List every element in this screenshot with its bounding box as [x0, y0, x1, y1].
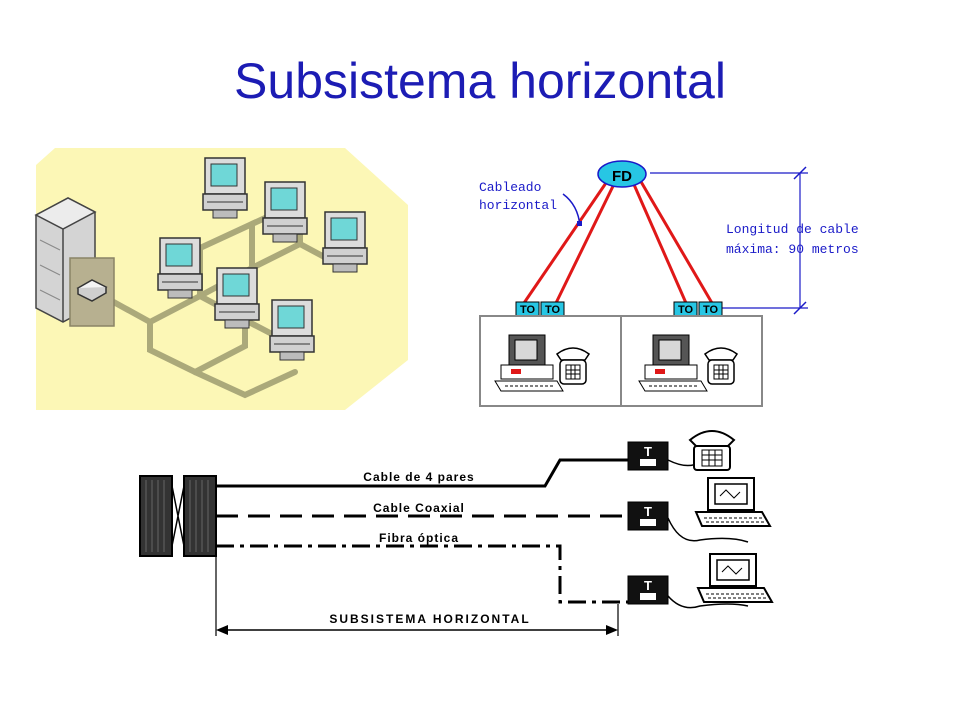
jack-socket	[640, 519, 656, 526]
length-tick-top	[793, 166, 807, 180]
fiber-optic-cable	[216, 544, 628, 604]
computer-icon	[262, 181, 308, 243]
jack-row-2: T	[627, 501, 669, 531]
jack-label: T	[644, 504, 652, 519]
span-label: SUBSISTEMA HORIZONTAL	[329, 612, 530, 626]
cross-connect	[171, 485, 185, 547]
computer-icon	[214, 267, 260, 329]
telephone-icon	[689, 430, 735, 471]
outlet-label: TO	[545, 304, 561, 316]
length-tick-bottom	[793, 301, 807, 315]
computer-icon	[322, 211, 368, 273]
cable-label-line1: Cableado	[479, 180, 541, 195]
outlet-label: TO	[703, 304, 719, 316]
cable1-label: Cable de 4 pares	[363, 470, 474, 484]
jack-row-3: T	[627, 575, 669, 605]
cable3-label: Fibra óptica	[379, 531, 459, 545]
fd-label: FD	[612, 168, 632, 185]
computer-icon	[269, 299, 315, 361]
outlet-label: TO	[678, 304, 694, 316]
span-arrow-left	[216, 625, 228, 635]
four-pair-cable	[216, 458, 628, 488]
slide-title: Subsistema horizontal	[234, 53, 726, 109]
fd-cabling-diagram: FD Cableado horizontal Longitud de cable…	[479, 160, 859, 407]
computer-icon	[697, 553, 773, 603]
patch-panel	[139, 475, 173, 557]
telephone-icon	[704, 347, 738, 385]
cable-label-pointer-end	[577, 221, 582, 226]
patch-panel	[183, 475, 217, 557]
patch-panel-texture	[145, 480, 209, 552]
floor-distributor-node	[597, 160, 647, 188]
telephone-icon	[556, 347, 590, 385]
span-arrow-right	[606, 625, 618, 635]
network-illustration	[34, 148, 408, 410]
jack-row-1: T	[627, 441, 669, 471]
jack-socket	[640, 459, 656, 466]
computer-icon	[157, 237, 203, 299]
cable2-label: Cable Coaxial	[373, 501, 465, 515]
jack-label: T	[644, 578, 652, 593]
horizontal-cables	[522, 179, 714, 304]
cable-label-line2: horizontal	[479, 198, 557, 213]
length-label-line1: Longitud de cable	[726, 222, 859, 237]
hub-icon	[69, 257, 115, 327]
jack-socket	[640, 593, 656, 600]
jack-label: T	[644, 444, 652, 459]
outlet-label: TO	[520, 304, 536, 316]
computer-icon	[202, 157, 248, 219]
length-label-line2: máxima: 90 metros	[726, 242, 859, 257]
cable-types-diagram: Cable de 4 pares Cable Coaxial Fibra ópt…	[139, 430, 773, 636]
computer-icon	[695, 477, 771, 527]
